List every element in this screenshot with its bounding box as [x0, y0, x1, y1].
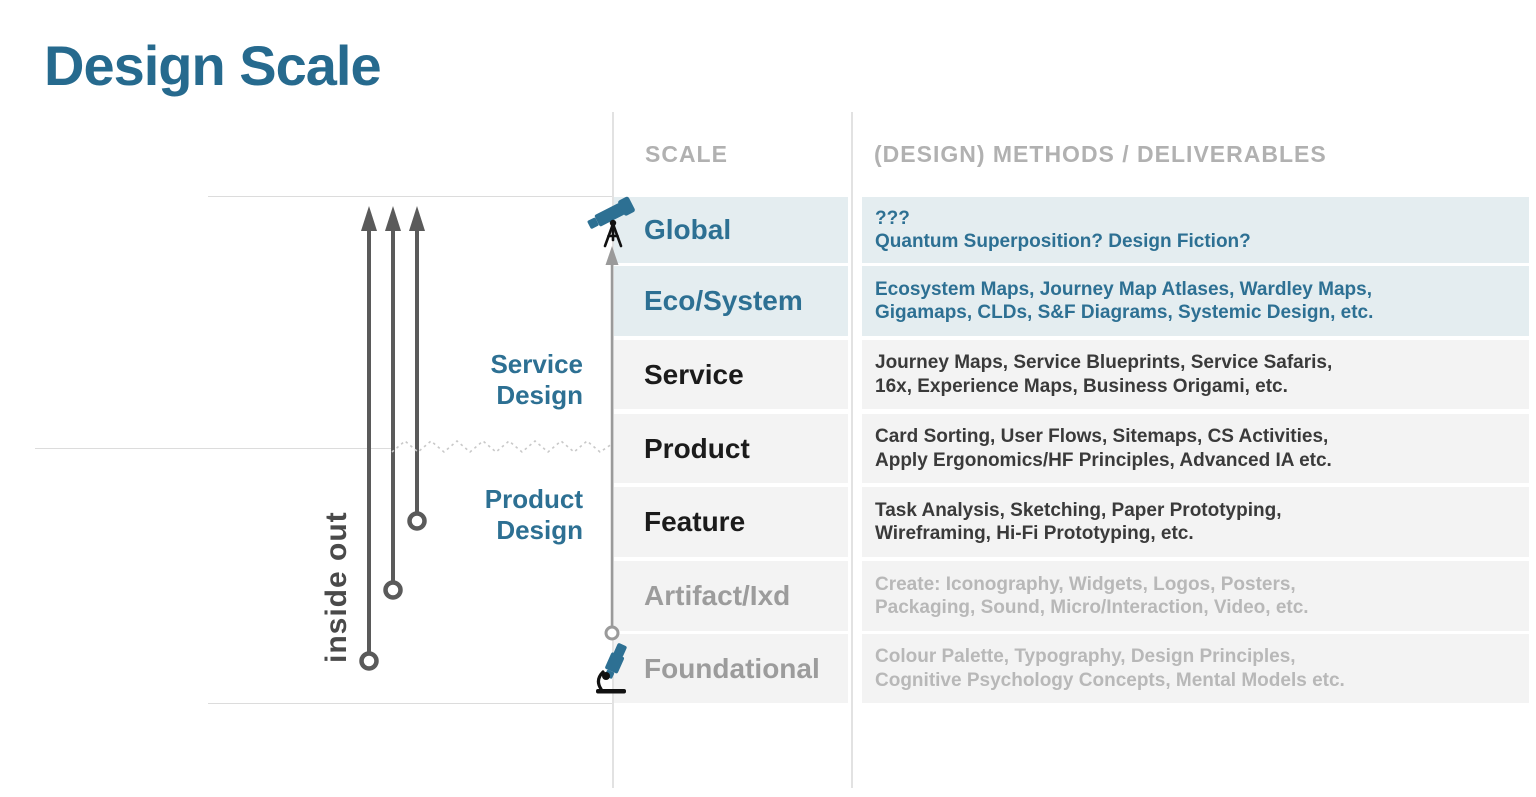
methods-line2: Cognitive Psychology Concepts, Mental Mo…	[875, 669, 1345, 691]
scale-label: Global	[644, 214, 732, 245]
scale-cell-global: Global	[614, 197, 848, 263]
methods-line1: Colour Palette, Typography, Design Princ…	[875, 646, 1296, 667]
methods-line2: Gigamaps, CLDs, S&F Diagrams, Systemic D…	[875, 302, 1374, 323]
methods-line1: Card Sorting, User Flows, Sitemaps, CS A…	[875, 426, 1329, 447]
scale-label: Service	[644, 358, 744, 390]
methods-column-header: (DESIGN) METHODS / DELIVERABLES	[874, 141, 1327, 167]
microscope-icon	[596, 643, 627, 694]
product-design-line2: Design	[496, 515, 583, 545]
methods-cell-product: Card Sorting, User Flows, Sitemaps, CS A…	[862, 414, 1529, 483]
methods-cell-ecosystem: Ecosystem Maps, Journey Map Atlases, War…	[862, 266, 1529, 336]
scale-column-header: SCALE	[645, 141, 728, 167]
methods-cell-foundational: Colour Palette, Typography, Design Princ…	[862, 634, 1529, 703]
inside-out-arrow-1	[359, 206, 379, 671]
methods-line2: Wireframing, Hi-Fi Prototyping, etc.	[875, 523, 1194, 544]
bottom-boundary-line	[208, 703, 612, 704]
scale-cell-foundational: Foundational	[614, 634, 848, 703]
methods-cell-artifact: Create: Iconography, Widgets, Logos, Pos…	[862, 561, 1529, 631]
methods-line2: Quantum Superposition? Design Fiction?	[875, 231, 1251, 252]
scale-cell-product: Product	[614, 414, 848, 483]
methods-cell-feature: Task Analysis, Sketching, Paper Prototyp…	[862, 487, 1529, 557]
product-design-label: Product Design	[400, 484, 583, 546]
zigzag-divider	[391, 439, 613, 454]
service-design-line2: Design	[496, 380, 583, 410]
inside-out-arrow-2	[383, 206, 403, 600]
methods-line1: Journey Maps, Service Blueprints, Servic…	[875, 352, 1333, 373]
service-design-line1: Service	[490, 349, 583, 379]
column-divider-right	[851, 112, 853, 788]
scale-cell-feature: Feature	[614, 487, 848, 557]
methods-line1: Ecosystem Maps, Journey Map Atlases, War…	[875, 278, 1372, 300]
mid-boundary-line	[35, 448, 392, 449]
methods-line1: ???	[875, 207, 910, 229]
scale-label: Feature	[644, 506, 746, 537]
methods-line1: Task Analysis, Sketching, Paper Prototyp…	[875, 499, 1282, 521]
scale-label: Foundational	[644, 652, 820, 684]
methods-cell-global: ??? Quantum Superposition? Design Fictio…	[862, 197, 1529, 263]
page-title: Design Scale	[44, 34, 382, 97]
methods-line1: Create: Iconography, Widgets, Logos, Pos…	[875, 573, 1296, 595]
scale-cell-ecosystem: Eco/System	[614, 266, 848, 336]
product-design-line1: Product	[484, 484, 583, 514]
methods-line2: 16x, Experience Maps, Business Origami, …	[875, 375, 1288, 397]
inside-out-label: inside out	[320, 511, 353, 664]
service-design-label: Service Design	[400, 349, 583, 411]
scale-label: Artifact/Ixd	[644, 580, 791, 611]
scale-cell-artifact: Artifact/Ixd	[614, 561, 848, 631]
top-boundary-line	[208, 196, 612, 197]
telescope-icon	[587, 196, 635, 248]
scale-label: Product	[644, 432, 750, 464]
scale-label: Eco/System	[644, 285, 803, 316]
scale-cell-service: Service	[614, 340, 848, 409]
methods-cell-service: Journey Maps, Service Blueprints, Servic…	[862, 340, 1529, 409]
methods-line2: Apply Ergonomics/HF Principles, Advanced…	[875, 449, 1332, 471]
methods-line2: Packaging, Sound, Micro/Interaction, Vid…	[875, 597, 1309, 618]
